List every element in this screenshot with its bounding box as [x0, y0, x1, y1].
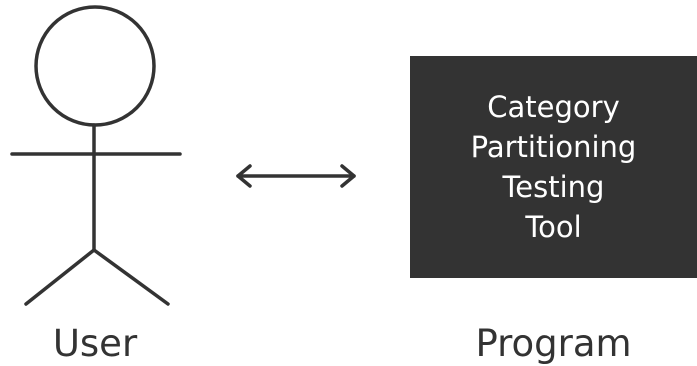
user-label: User	[52, 322, 138, 365]
actor-right-leg	[92, 248, 170, 306]
program-box-line-1: Category	[487, 90, 620, 124]
bidirectional-arrow	[236, 164, 356, 188]
program-box-line-2: Partitioning	[470, 130, 637, 164]
program-box: Category Partitioning Testing Tool	[410, 56, 697, 278]
program-box-line-4: Tool	[525, 210, 582, 244]
actor-left-leg	[24, 248, 96, 306]
arrow-head-left	[236, 164, 252, 188]
program-box-line-3: Testing	[502, 170, 605, 204]
user-stick-figure	[10, 5, 182, 306]
program-label: Program	[475, 322, 632, 365]
actor-head	[34, 5, 156, 127]
arrow-head-right	[340, 164, 356, 188]
